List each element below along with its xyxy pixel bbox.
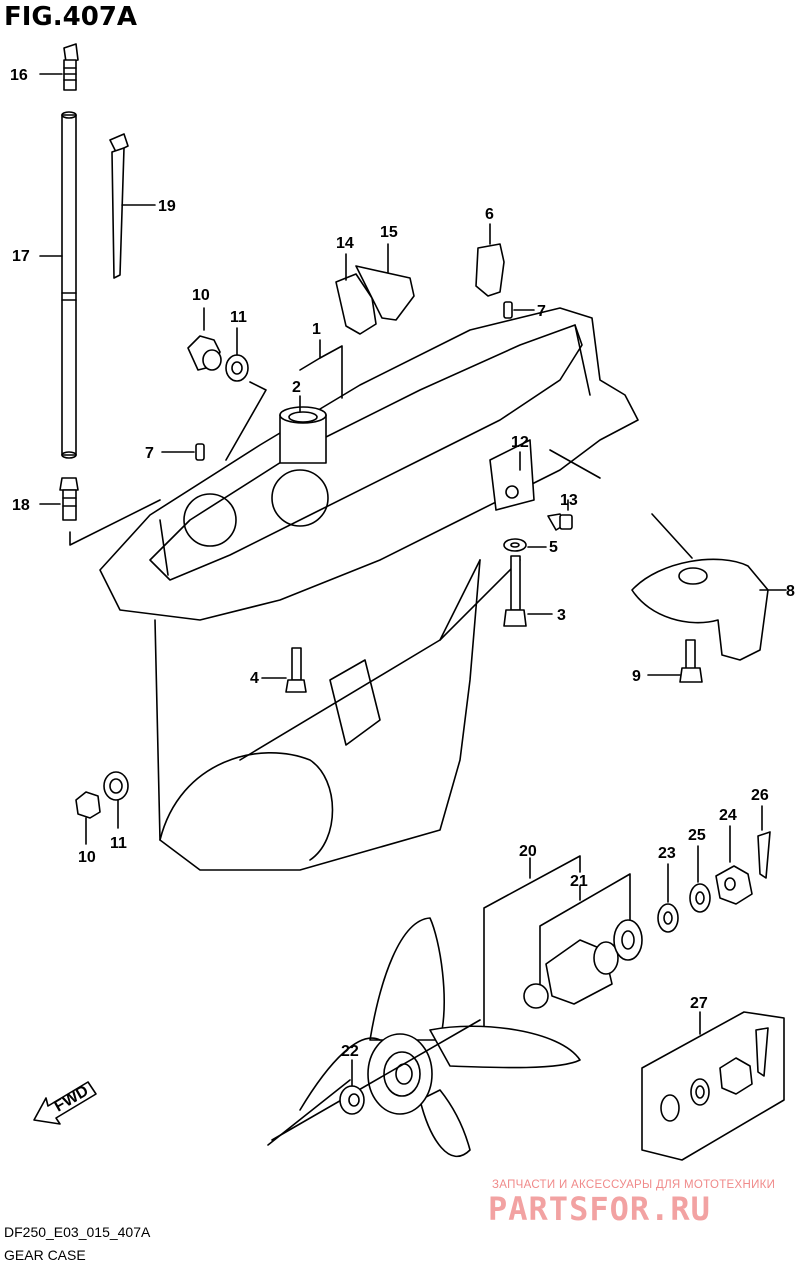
svg-text:15: 15 — [380, 224, 398, 241]
svg-text:25: 25 — [688, 827, 706, 844]
part-4-bolt — [261, 647, 307, 693]
part-23-26-nut-set — [657, 805, 771, 933]
part-8-trim-tab — [549, 449, 787, 661]
svg-text:16: 16 — [10, 67, 28, 84]
part-10-11-upper — [187, 307, 267, 461]
svg-text:11: 11 — [110, 835, 127, 852]
part-27-kit — [641, 1011, 785, 1161]
fwd-arrow-icon — [33, 1081, 97, 1125]
svg-text:24: 24 — [719, 807, 737, 824]
svg-text:27: 27 — [690, 995, 708, 1012]
part-13-bolt — [519, 451, 573, 531]
svg-text:7: 7 — [145, 445, 154, 462]
svg-text:22: 22 — [341, 1043, 359, 1060]
watermark-logo: PARTSFOR.RU — [488, 1190, 711, 1228]
svg-text:21: 21 — [570, 873, 588, 890]
svg-text:3: 3 — [557, 607, 566, 624]
svg-text:11: 11 — [230, 309, 247, 326]
svg-text:17: 17 — [12, 248, 30, 265]
svg-text:14: 14 — [336, 235, 354, 252]
svg-text:9: 9 — [632, 668, 641, 685]
svg-text:13: 13 — [560, 492, 578, 509]
part-7-pins — [161, 301, 535, 461]
propeller — [267, 917, 581, 1157]
part-22-spacer — [339, 1059, 365, 1115]
watermark-text: ЗАПЧАСТИ И АКСЕССУАРЫ ДЛЯ МОТОТЕХНИКИ — [492, 1179, 776, 1191]
part-10-11-lower — [75, 771, 129, 845]
svg-text:4: 4 — [250, 670, 259, 687]
fwd-label: FWD — [52, 1083, 92, 1116]
svg-text:8: 8 — [786, 583, 795, 600]
callouts-1-2-lines — [299, 339, 343, 413]
part-20-21-group — [483, 855, 643, 1046]
part-9-bolt — [647, 639, 703, 683]
svg-text:19: 19 — [158, 198, 176, 215]
svg-text:1: 1 — [312, 321, 321, 338]
svg-text:12: 12 — [511, 434, 529, 451]
part-3-5-bolt-washer — [503, 538, 553, 627]
svg-text:23: 23 — [658, 845, 676, 862]
svg-text:6: 6 — [485, 206, 494, 223]
svg-text:18: 18 — [12, 497, 30, 514]
part-14-15-anode — [335, 243, 415, 335]
figure-title: FIG.407A — [4, 2, 138, 32]
svg-text:26: 26 — [751, 787, 769, 804]
gear-case-housing — [99, 307, 639, 871]
figure-name: GEAR CASE — [4, 1247, 86, 1263]
svg-text:10: 10 — [78, 849, 96, 866]
svg-text:10: 10 — [192, 287, 210, 304]
figure-code: DF250_E03_015_407A — [4, 1224, 151, 1240]
part-19-cable-tie — [109, 133, 156, 279]
part-6-anode — [475, 223, 505, 297]
svg-text:2: 2 — [292, 379, 301, 396]
svg-text:20: 20 — [519, 843, 537, 860]
part-16-fitting — [39, 43, 79, 91]
svg-text:7: 7 — [537, 303, 546, 320]
part-18-fitting — [39, 477, 161, 546]
part-17-tube — [39, 111, 77, 459]
svg-text:5: 5 — [549, 539, 558, 556]
